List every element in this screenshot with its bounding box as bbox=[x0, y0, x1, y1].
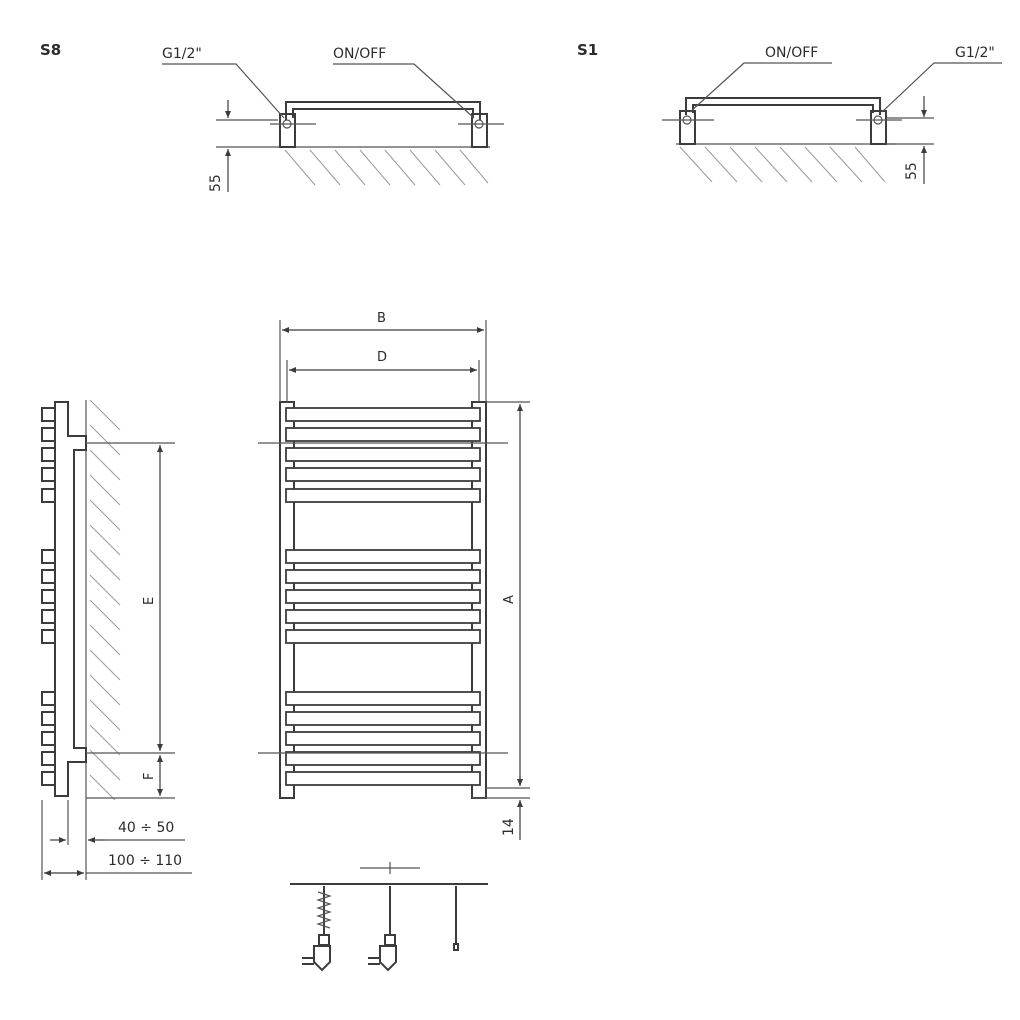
s8-connection-leader bbox=[162, 63, 285, 119]
front-dim-b-label: B bbox=[377, 311, 386, 326]
s8-top-view: S8 G1/2" ON/OFF bbox=[40, 41, 504, 192]
side-dim-depth-outer-label: 100 ÷ 110 bbox=[108, 853, 182, 869]
side-bar-stubs bbox=[41, 407, 56, 786]
side-dim-e bbox=[86, 442, 175, 754]
side-dim-e-label: E bbox=[142, 597, 157, 605]
s1-top-view: S1 ON/OFF G1/2" bbox=[577, 41, 1002, 184]
s8-radiator-top bbox=[270, 101, 504, 148]
s1-dim-55 bbox=[886, 96, 934, 184]
heating-element-coiled bbox=[302, 886, 332, 972]
side-wall-hatch bbox=[89, 399, 121, 801]
s8-connection-label: G1/2" bbox=[162, 46, 202, 62]
front-rails bbox=[285, 407, 481, 786]
front-dim-b bbox=[279, 320, 487, 402]
side-view: E F 40 ÷ 50 100 ÷ 110 bbox=[41, 399, 192, 880]
s1-radiator-top bbox=[662, 97, 902, 145]
s8-dim-55 bbox=[216, 100, 278, 192]
s1-connection-label: G1/2" bbox=[955, 45, 995, 61]
s8-wall-hatch bbox=[270, 146, 490, 186]
s1-valve-leader bbox=[689, 62, 832, 113]
s1-dim-55-label: 55 bbox=[904, 162, 920, 180]
heating-element-rod bbox=[453, 886, 459, 951]
s8-valve-label: ON/OFF bbox=[333, 46, 386, 62]
s8-dim-55-label: 55 bbox=[208, 174, 224, 192]
s1-connection-leader bbox=[881, 62, 1002, 113]
side-dim-f-label: F bbox=[142, 773, 157, 780]
front-dim-14-label: 14 bbox=[501, 818, 517, 836]
front-dim-d-label: D bbox=[377, 350, 387, 365]
front-dim-d bbox=[286, 360, 480, 402]
front-dim-a bbox=[486, 401, 530, 789]
front-view: B D A 14 bbox=[258, 311, 530, 840]
s8-title: S8 bbox=[40, 41, 61, 59]
side-dim-depth bbox=[41, 800, 192, 880]
s1-valve-label: ON/OFF bbox=[765, 45, 818, 61]
s1-title: S1 bbox=[577, 41, 598, 59]
s8-valve-leader bbox=[333, 63, 475, 119]
s1-wall-hatch bbox=[676, 143, 896, 183]
heating-element-detail bbox=[290, 862, 488, 972]
heating-element-straight bbox=[368, 886, 397, 972]
front-dim-14 bbox=[472, 776, 530, 840]
front-dim-a-label: A bbox=[502, 595, 517, 604]
side-dim-f bbox=[86, 755, 175, 799]
side-dim-depth-inner-label: 40 ÷ 50 bbox=[118, 820, 174, 836]
